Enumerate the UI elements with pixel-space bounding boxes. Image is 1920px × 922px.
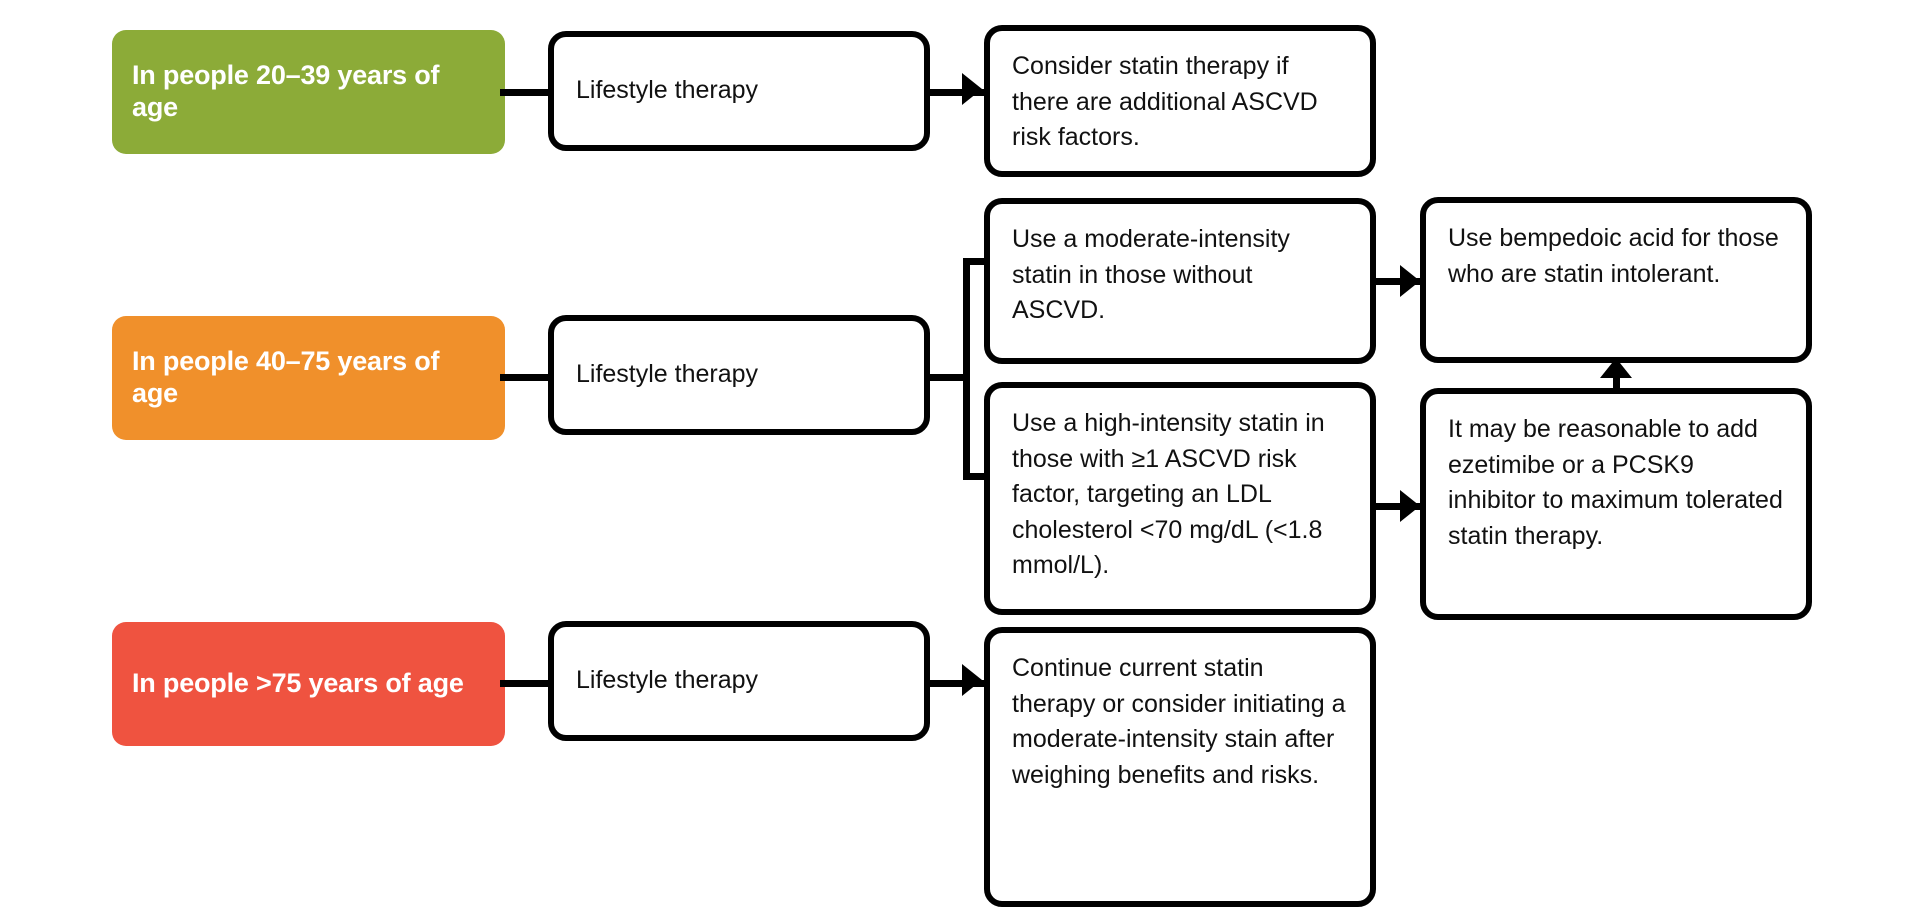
connector-followup-2-to-followup-1 — [1613, 372, 1620, 394]
connector-rec40-1-to-followup-1 — [1372, 278, 1422, 285]
lifestyle-therapy-box-20-39[interactable]: Lifestyle therapy — [548, 31, 930, 151]
arrow-lifestyle20-to-rec — [962, 73, 982, 105]
followup-box-bempedoic-acid[interactable]: Use bempedoic acid for those who are sta… — [1420, 197, 1812, 363]
age-group-box-40-75[interactable]: In people 40–75 years of age — [112, 316, 505, 440]
recommendation-box-20-39-1[interactable]: Consider statin therapy if there are add… — [984, 25, 1376, 177]
age-group-label-40-75: In people 40–75 years of age — [132, 346, 440, 408]
connector-lifestyle75-to-rec — [926, 680, 986, 687]
recommendation-text-40-75-1: Use a moderate-intensity statin in those… — [1012, 225, 1290, 324]
arrow-lifestyle75-to-rec — [962, 664, 982, 696]
connector-lifestyle40-spine — [963, 258, 970, 480]
lifestyle-therapy-box-40-75[interactable]: Lifestyle therapy — [548, 315, 930, 435]
age-group-box-over-75[interactable]: In people >75 years of age — [112, 622, 505, 746]
connector-lifestyle20-to-rec — [926, 89, 986, 96]
age-group-label-over-75: In people >75 years of age — [132, 668, 464, 699]
connector-age40-to-lifestyle — [500, 374, 560, 381]
followup-box-ezetimibe-pcsk9[interactable]: It may be reasonable to add ezetimibe or… — [1420, 388, 1812, 620]
recommendation-text-over-75-1: Continue current statin therapy or consi… — [1012, 654, 1346, 789]
arrow-followup-2-to-followup-1 — [1600, 358, 1632, 378]
connector-lifestyle40-stub — [926, 374, 970, 381]
lifestyle-therapy-label-over-75: Lifestyle therapy — [576, 666, 759, 695]
lifestyle-therapy-label-40-75: Lifestyle therapy — [576, 360, 759, 389]
recommendation-text-20-39-1: Consider statin therapy if there are add… — [1012, 52, 1318, 151]
followup-text-bempedoic-acid: Use bempedoic acid for those who are sta… — [1448, 224, 1779, 288]
arrow-rec40-2-to-followup-2 — [1400, 490, 1420, 522]
recommendation-text-40-75-2: Use a high-intensity statin in those wit… — [1012, 409, 1325, 579]
connector-age20-to-lifestyle — [500, 89, 560, 96]
age-group-box-20-39[interactable]: In people 20–39 years of age — [112, 30, 505, 154]
recommendation-box-over-75-1[interactable]: Continue current statin therapy or consi… — [984, 627, 1376, 907]
recommendation-box-40-75-1[interactable]: Use a moderate-intensity statin in those… — [984, 198, 1376, 364]
lifestyle-therapy-box-over-75[interactable]: Lifestyle therapy — [548, 621, 930, 741]
recommendation-box-40-75-2[interactable]: Use a high-intensity statin in those wit… — [984, 382, 1376, 615]
age-group-label-20-39: In people 20–39 years of age — [132, 60, 440, 122]
lifestyle-therapy-label-20-39: Lifestyle therapy — [576, 76, 759, 105]
connector-rec40-2-to-followup-2 — [1372, 503, 1422, 510]
arrow-rec40-1-to-followup-1 — [1400, 265, 1420, 297]
connector-age75-to-lifestyle — [500, 680, 560, 687]
followup-text-ezetimibe-pcsk9: It may be reasonable to add ezetimibe or… — [1448, 415, 1783, 550]
